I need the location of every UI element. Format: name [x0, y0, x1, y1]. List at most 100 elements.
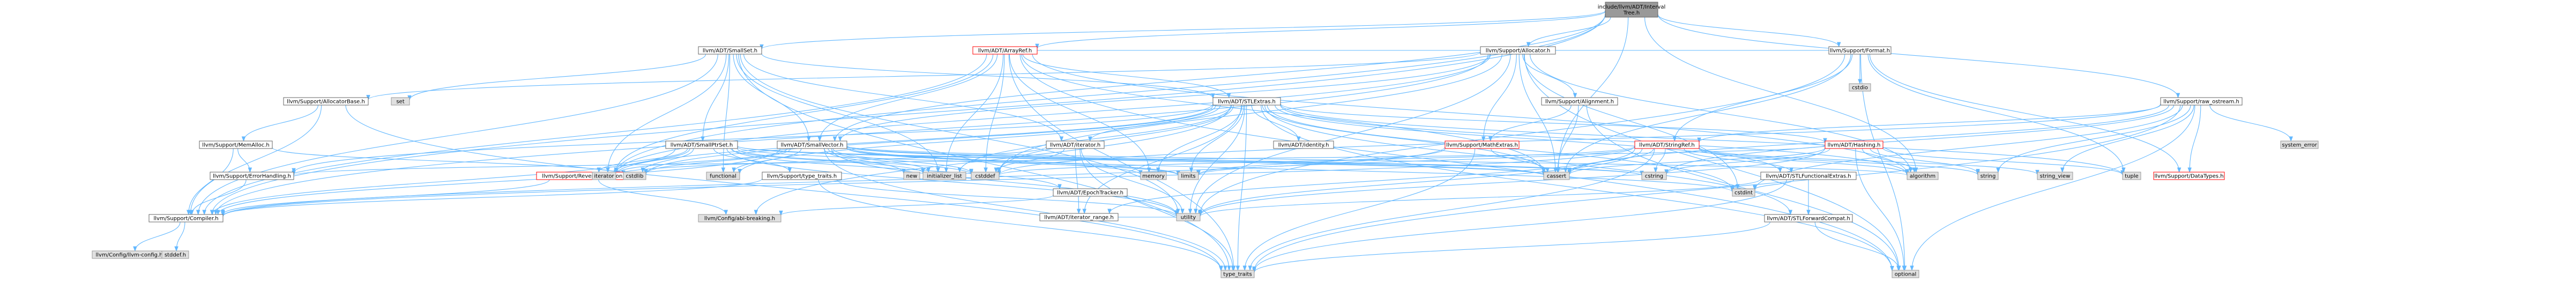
node-label: llvm/ADT/STLFunctionalExtras.h — [1766, 174, 1851, 180]
node-llvm-adt-stringref-h[interactable]: llvm/ADT/StringRef.h — [1634, 140, 1700, 149]
edge-memalloc-to-cstdlib — [272, 147, 624, 175]
arrowhead-format-to-cstdio — [1858, 79, 1862, 85]
arrowhead-arrayref-to-initializer-list — [944, 167, 949, 173]
arrowhead-iterator-to-cstddef — [994, 167, 998, 173]
arrowhead-smallptrset-to-typetraitsh — [787, 167, 792, 173]
node-label: iterator — [594, 174, 614, 180]
node-box — [1053, 188, 1128, 197]
node-llvm-adt-stlextras-h[interactable]: llvm/ADT/STLExtras.h — [1212, 97, 1281, 106]
arrowhead-allocatorbase-to-memalloc — [241, 136, 246, 142]
node-box — [1140, 172, 1167, 180]
node-label: optional — [1895, 272, 1917, 278]
edge-smallset-to-smallptrset — [702, 54, 729, 142]
node-llvm-support-allocatorbase-h[interactable]: llvm/Support/AllocatorBase.h — [283, 97, 369, 106]
arrowhead-stringref-to-algorithm — [1905, 169, 1909, 175]
node-llvm-support-alignment-h[interactable]: llvm/Support/Alignment.h — [1541, 97, 1618, 106]
edge-root-to-format — [1657, 14, 1840, 47]
edge-rawostream-to-cstring — [1666, 105, 2175, 174]
edge-alignment-to-optional — [1586, 105, 1899, 271]
node-type-traits: type_traits — [1220, 270, 1255, 278]
node-initializer-list: initializer_list — [922, 172, 966, 180]
node-llvm-adt-smallvector-h[interactable]: llvm/ADT/SmallVector.h — [777, 140, 847, 149]
edge-compiler-to-llvmconfig — [135, 221, 181, 251]
arrowhead-rawostream-to-optional — [1910, 265, 1914, 271]
edge-iterator-to-iterator-std — [615, 146, 1047, 176]
node-string-view: string_view — [2037, 172, 2073, 180]
edge-smallset-to-initializer-list — [736, 54, 939, 173]
arrowhead-typetraitsh-to-type-traits — [1219, 265, 1223, 271]
node-box — [903, 172, 920, 180]
node-llvm-support-format-h[interactable]: llvm/Support/Format.h — [1828, 46, 1892, 55]
arrowhead-stringref-to-stlfunctionalextras — [1789, 167, 1793, 173]
node-llvm-support-compiler-h[interactable]: llvm/Support/Compiler.h — [148, 214, 224, 223]
node-label: memory — [1142, 174, 1165, 180]
edge-arrayref-to-cassert — [1021, 54, 1544, 173]
edge-format-to-cassert — [1565, 54, 1851, 173]
node-label: initializer_list — [927, 174, 962, 180]
arrowhead-compiler-to-llvmconfig — [133, 246, 137, 252]
edge-stlextras-to-identity — [1251, 105, 1299, 142]
node-llvm-adt-iterator-h[interactable]: llvm/ADT/iterator.h — [1046, 140, 1105, 149]
node-box — [1039, 213, 1119, 221]
arrowhead-smallset-to-smallvector — [807, 136, 811, 142]
edge-hashing-to-string — [1870, 148, 1978, 174]
edge-smallvector-to-initializer-list — [828, 148, 929, 173]
edge-format-to-optional — [1860, 54, 1905, 271]
node-llvm-support-memalloc-h[interactable]: llvm/Support/MemAlloc.h — [199, 140, 273, 149]
node-cstdio: cstdio — [1849, 83, 1871, 92]
node-llvm-support-allocator-h[interactable]: llvm/Support/Allocator.h — [1480, 46, 1556, 55]
edge-smallptrset-to-cstdlib — [642, 148, 694, 173]
node-llvm-adt-arrayref-h[interactable]: llvm/ADT/ArrayRef.h — [972, 46, 1038, 55]
node-llvm-support-reverseiteration-h[interactable]: llvm/Support/ReverseIteration.h — [536, 172, 634, 180]
edge-smallptrset-to-reverseiteration — [598, 148, 688, 173]
arrowhead-smallptrset-to-initializer-list — [921, 168, 925, 174]
node-llvm-adt-iterator-range-h[interactable]: llvm/ADT/iterator_range.h — [1039, 213, 1119, 221]
dependency-edges — [133, 10, 2293, 273]
node-llvm-support-mathextras-h[interactable]: llvm/Support/MathExtras.h — [1445, 140, 1520, 149]
arrowhead-smallvector-to-compiler — [215, 210, 220, 216]
arrowhead-iterator-to-iteratorrange — [1076, 209, 1081, 214]
node-llvm-adt-smallset-h[interactable]: llvm/ADT/SmallSet.h — [698, 46, 762, 55]
edge-stringref-to-string — [1699, 147, 1978, 175]
node-llvm-adt-smallptrset-h[interactable]: llvm/ADT/SmallPtrSet.h — [665, 140, 738, 149]
node-label: llvm/ADT/iterator.h — [1050, 143, 1100, 149]
edge-smallvector-to-cstddef — [832, 148, 972, 174]
arrowhead-reverseiteration-to-abibreaking — [724, 210, 728, 216]
arrowhead-stlextras-to-utility — [1188, 209, 1193, 214]
arrowhead-stlextras-to-abibreaking — [754, 210, 758, 216]
node-llvm-adt-epochtracker-h[interactable]: llvm/ADT/EpochTracker.h — [1053, 188, 1128, 197]
node-llvm-support-raw-ostream-h[interactable]: llvm/Support/raw_ostream.h — [2160, 97, 2243, 106]
node-llvm-adt-hashing-h[interactable]: llvm/ADT/Hashing.h — [1825, 140, 1883, 149]
edge-allocator-to-optional — [1524, 54, 1900, 271]
edge-stlextras-to-errorhandling — [293, 103, 1213, 173]
arrowhead-arrayref-to-smallvector — [817, 136, 822, 142]
node-label: llvm/Support/Alignment.h — [1545, 99, 1614, 105]
node-llvm-support-errorhandling-h[interactable]: llvm/Support/ErrorHandling.h — [210, 172, 294, 180]
node-box — [1828, 46, 1892, 55]
edge-stringref-to-algorithm — [1699, 148, 1908, 174]
node-box — [1220, 270, 1255, 278]
edge-arrayref-to-memory — [1009, 54, 1150, 173]
node-llvm-support-datatypes-h[interactable]: llvm/Support/DataTypes.h — [2153, 172, 2225, 180]
edge-rawostream-to-string — [1998, 105, 2191, 173]
node-box — [1892, 270, 1919, 278]
node-llvm-adt-identity-h[interactable]: llvm/ADT/identity.h — [1273, 140, 1334, 149]
edge-stringref-to-type-traits — [1249, 148, 1655, 271]
arrowhead-smallset-to-functional — [721, 167, 726, 173]
node-box — [2160, 97, 2243, 106]
node-llvm-adt-stlfunctionalextras-h[interactable]: llvm/ADT/STLFunctionalExtras.h — [1760, 172, 1857, 180]
arrowhead-smallset-to-compiler — [196, 210, 200, 216]
node-box — [1212, 97, 1281, 106]
node-box — [2153, 172, 2225, 180]
edge-smallset-to-iterator-std — [607, 54, 727, 173]
node-llvm-support-type-traits-h[interactable]: llvm/Support/type_traits.h — [762, 172, 842, 180]
node-llvm-adt-stlforwardcompat-h[interactable]: llvm/ADT/STLForwardCompat.h — [1764, 214, 1853, 223]
edge-format-to-tuple — [1867, 54, 2124, 173]
arrowhead-mathextras-to-type-traits — [1242, 265, 1247, 271]
node-box — [1764, 214, 1853, 223]
edge-root-to-smallvector — [834, 14, 1606, 142]
edge-root-to-arrayref — [1037, 11, 1606, 49]
node-cstring: cstring — [1641, 172, 1667, 180]
edge-hashing-to-cstring — [1666, 148, 1830, 174]
arrowhead-allocator-to-alignment — [1573, 93, 1577, 99]
